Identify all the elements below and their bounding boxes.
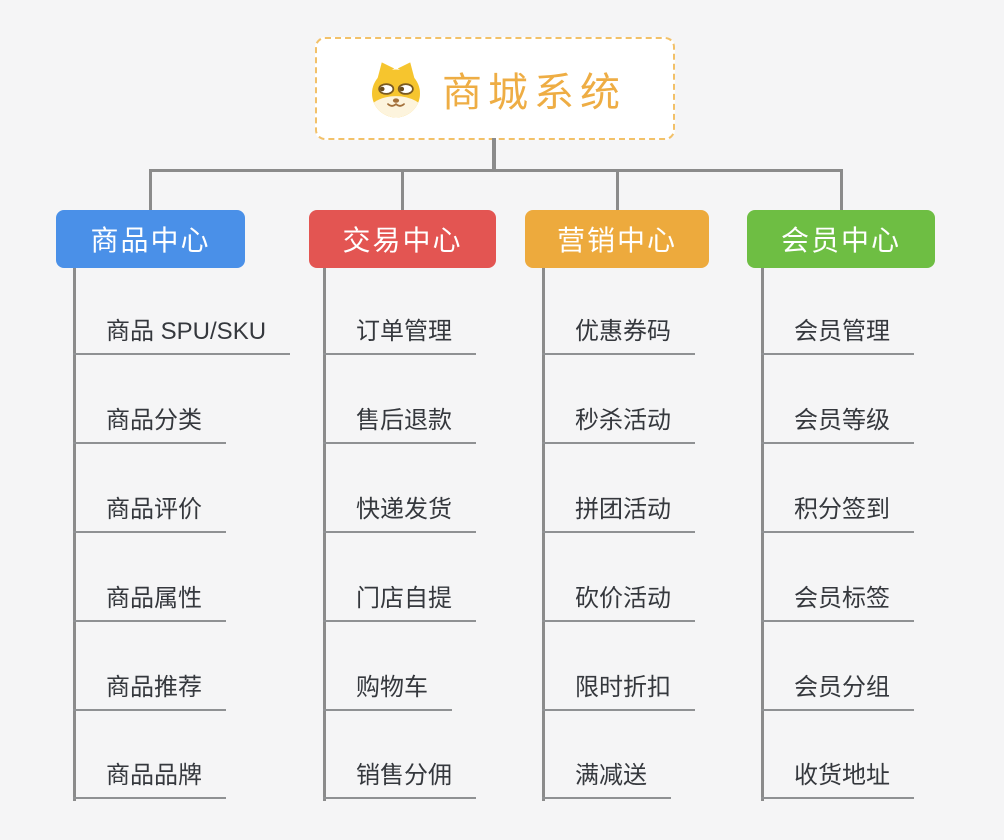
leaf-item[interactable]: 会员标签 — [761, 583, 914, 622]
leaf-item[interactable]: 商品 SPU/SKU — [73, 316, 291, 355]
root-title: 商城系统 — [442, 70, 626, 115]
leaf-item[interactable]: 拼团活动 — [542, 494, 695, 533]
leaf-item[interactable]: 销售分佣 — [323, 760, 476, 799]
branch-node-product-center[interactable]: 商品中心 — [56, 210, 245, 268]
connector-column-1 — [73, 268, 76, 801]
connector-root-stub — [492, 138, 496, 172]
connector-drop-4 — [840, 169, 843, 210]
leaf-item[interactable]: 门店自提 — [323, 583, 476, 622]
connector-column-2 — [323, 268, 326, 801]
connector-column-4 — [761, 268, 764, 801]
branch-node-marketing-center[interactable]: 营销中心 — [525, 210, 709, 268]
connector-column-3 — [542, 268, 545, 801]
leaf-item[interactable]: 优惠券码 — [542, 316, 695, 355]
branch-node-member-center[interactable]: 会员中心 — [747, 210, 935, 268]
root-node[interactable]: 商城系统 — [315, 37, 675, 140]
connector-horizontal — [149, 169, 843, 172]
leaf-item[interactable]: 快递发货 — [323, 494, 476, 533]
leaf-item[interactable]: 商品分类 — [73, 405, 226, 444]
connector-drop-1 — [149, 169, 152, 210]
leaf-item[interactable]: 商品推荐 — [73, 672, 226, 711]
connector-drop-2 — [401, 169, 404, 210]
dog-face-icon — [364, 59, 428, 119]
leaf-item[interactable]: 商品评价 — [73, 494, 226, 533]
leaf-item[interactable]: 会员分组 — [761, 672, 914, 711]
leaf-item[interactable]: 商品品牌 — [73, 760, 226, 799]
leaf-item[interactable]: 砍价活动 — [542, 583, 695, 622]
leaf-item[interactable]: 订单管理 — [323, 316, 476, 355]
leaf-item[interactable]: 满减送 — [542, 760, 671, 799]
leaf-item[interactable]: 收货地址 — [761, 760, 914, 799]
leaf-item[interactable]: 限时折扣 — [542, 672, 695, 711]
leaf-item[interactable]: 会员等级 — [761, 405, 914, 444]
leaf-item[interactable]: 积分签到 — [761, 494, 914, 533]
leaf-item[interactable]: 秒杀活动 — [542, 405, 695, 444]
leaf-item[interactable]: 购物车 — [323, 672, 452, 711]
leaf-item[interactable]: 商品属性 — [73, 583, 226, 622]
leaf-item[interactable]: 会员管理 — [761, 316, 914, 355]
leaf-item[interactable]: 售后退款 — [323, 405, 476, 444]
branch-node-trade-center[interactable]: 交易中心 — [309, 210, 496, 268]
connector-drop-3 — [616, 169, 619, 210]
